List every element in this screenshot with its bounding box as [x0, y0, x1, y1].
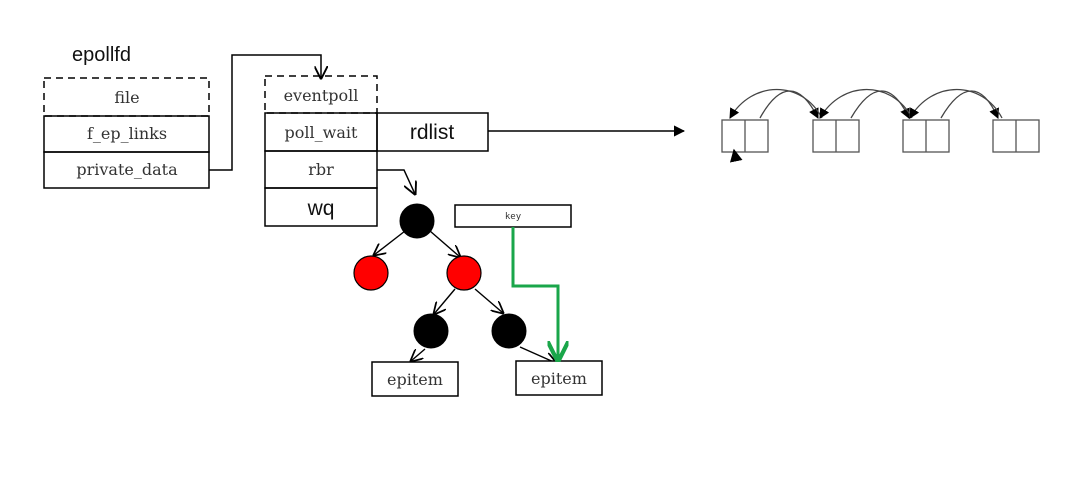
tree-left-red-node — [353, 255, 389, 291]
eventpoll-rbr-label: rbr — [308, 160, 334, 179]
private-data-to-eventpoll-arrow — [209, 54, 321, 171]
ready-list-prev-link-1 — [729, 88, 823, 119]
tree-edge-root-right — [429, 230, 460, 257]
epollfd-file-label: file — [114, 88, 139, 107]
ready-list-node-2 — [812, 119, 860, 153]
ready-list-prev-link-3 — [909, 88, 1003, 119]
ready-list-prev-link-2 — [819, 88, 913, 119]
eventpoll-wq-cell — [264, 187, 378, 227]
ready-list-next-link-1 — [759, 90, 819, 119]
epitem-right-box — [515, 360, 603, 396]
tree-edge-red-to-right-black — [474, 288, 503, 313]
tree-root-black-node — [399, 203, 435, 239]
ready-list-node-3 — [902, 119, 950, 153]
tree-right-red-node — [446, 255, 482, 291]
eventpoll-header-label: eventpoll — [284, 86, 359, 105]
eventpoll-poll-wait-label: poll_wait — [285, 123, 358, 142]
tree-right-black-node — [491, 313, 527, 349]
eventpoll-rdlist-label: rdlist — [410, 121, 455, 144]
tree-edge-left-black-to-epitem — [411, 348, 426, 361]
ready-list-node-4 — [992, 119, 1040, 153]
epollfd-title: epollfd — [72, 44, 131, 66]
epollfd-private-data-label: private_data — [76, 160, 178, 179]
eventpoll-wq-label: wq — [307, 197, 335, 220]
ready-list-node-1 — [721, 119, 769, 153]
ready-list-next-link-3 — [940, 90, 999, 119]
epollfd-file-cell — [43, 77, 210, 117]
tree-edge-red-to-left-black — [434, 288, 456, 314]
ready-list — [721, 88, 1040, 163]
ready-list-next-link-2 — [850, 90, 910, 119]
epollfd-struct: file f_ep_links private_data — [43, 77, 210, 189]
eventpoll-rdlist-cell — [376, 112, 489, 152]
rbr-to-root-arrow — [377, 169, 415, 194]
epitem-right-label: epitem — [531, 369, 587, 388]
ready-list-head-stub — [729, 148, 743, 163]
tree-edge-root-left — [374, 230, 406, 255]
eventpoll-struct: eventpoll poll_wait rdlist rbr wq — [264, 75, 489, 227]
tree-left-black-node — [413, 313, 449, 349]
key-label: key — [505, 212, 522, 222]
key-lookup-path — [511, 227, 558, 360]
epitem-left-box — [371, 361, 459, 397]
epitem-left-label: epitem — [387, 370, 443, 389]
epollfd-f-ep-links-label: f_ep_links — [87, 124, 167, 143]
